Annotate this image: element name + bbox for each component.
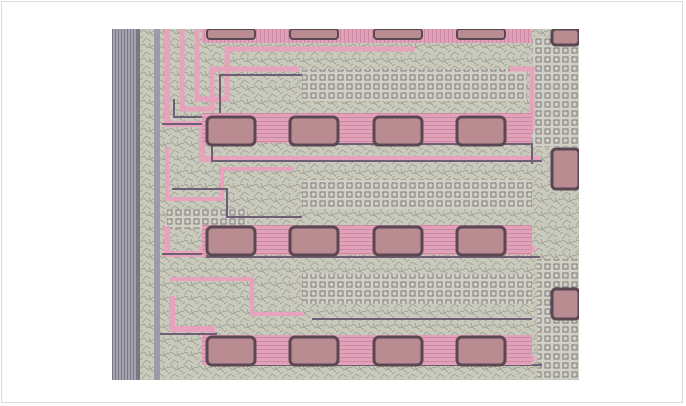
- chip-micrograph-photo: [112, 29, 579, 380]
- left-rail-edge: [136, 29, 140, 380]
- logic-row-1: [302, 69, 527, 101]
- logic-row-2: [302, 179, 532, 209]
- pad-row-2: [205, 225, 507, 257]
- pad-row-3: [205, 335, 507, 367]
- pad-row-0: [206, 29, 506, 40]
- pad-row-1: [205, 115, 507, 147]
- cell-array-top-right: [532, 37, 579, 147]
- pad-right-edge: [550, 29, 579, 321]
- left-rail-bus: [112, 29, 136, 380]
- pink-block-row-1: [202, 29, 532, 43]
- transistor-pads: [205, 29, 579, 367]
- left-rail-inner: [154, 29, 160, 380]
- logic-row-3: [302, 274, 532, 304]
